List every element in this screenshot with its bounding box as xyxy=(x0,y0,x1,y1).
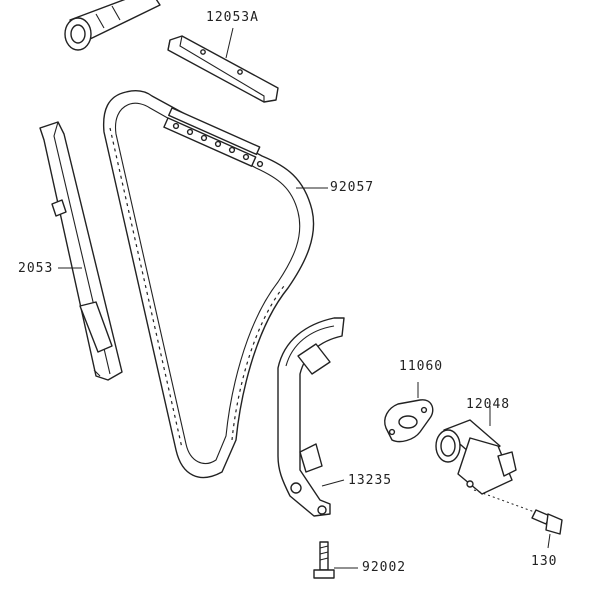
cam-chain-guide-upper-drawing xyxy=(167,27,279,103)
label-11060: 11060 xyxy=(399,359,444,374)
label-92057: 92057 xyxy=(330,180,375,195)
bolt-tensioner-drawing xyxy=(473,489,563,549)
chain-tensioner-drawing xyxy=(435,406,517,495)
label-13235: 13235 xyxy=(348,473,393,488)
label-12053a: 12053A xyxy=(206,10,259,25)
gasket-drawing xyxy=(384,382,434,443)
camshaft-drawing xyxy=(64,0,161,51)
chain-links xyxy=(163,107,264,168)
label-92002: 92002 xyxy=(362,560,407,575)
tensioner-guide-drawing xyxy=(277,317,345,517)
label-2053: 2053 xyxy=(18,261,54,276)
bolt-bottom-drawing xyxy=(313,541,358,579)
label-130: 130 xyxy=(531,554,558,569)
chain-guide-left-drawing xyxy=(39,121,123,381)
timing-chain-drawing xyxy=(102,90,328,479)
label-12048: 12048 xyxy=(466,397,511,412)
